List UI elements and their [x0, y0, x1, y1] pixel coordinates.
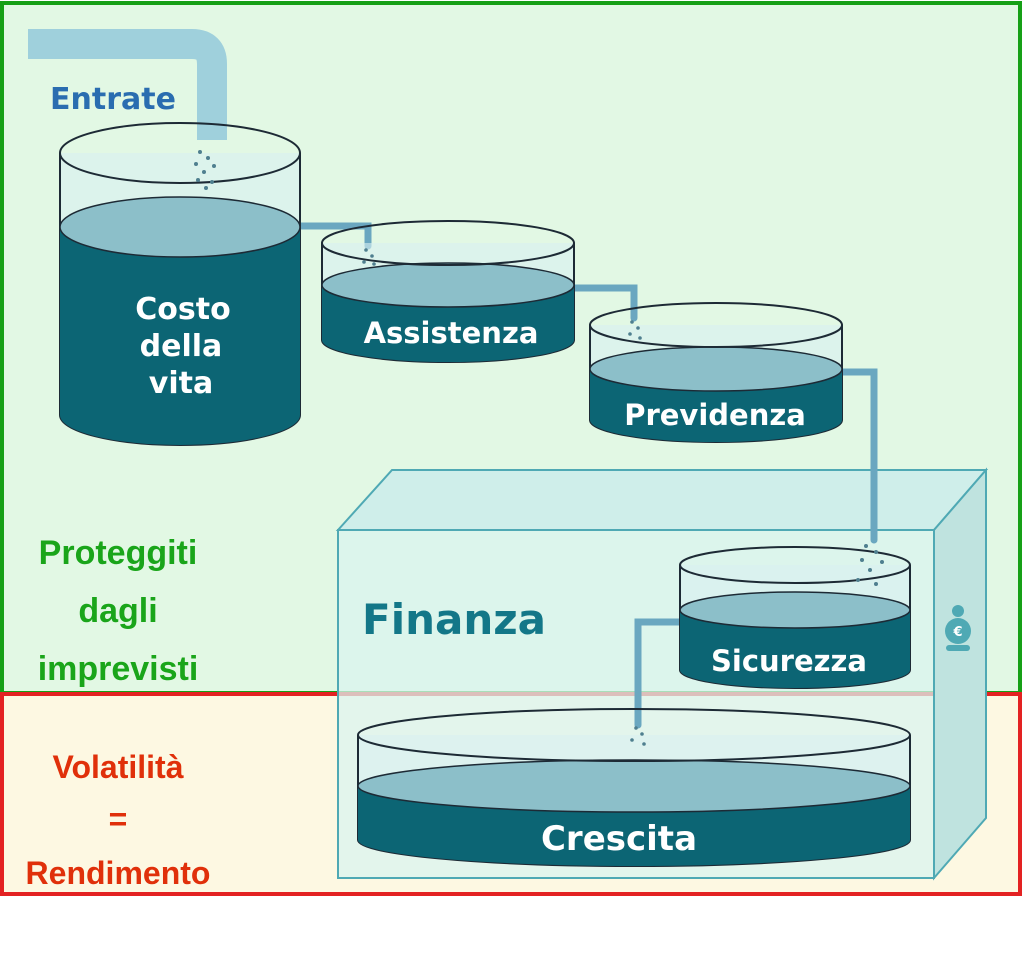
tank-label-line-3: vita: [149, 366, 213, 401]
tank-label-line-2: della: [140, 329, 223, 364]
pipe-previdenza-to-sicurezza: [836, 368, 878, 544]
svg-text:€: €: [952, 625, 962, 640]
pipe-sicurezza-to-crescita: [634, 618, 692, 729]
tank-label: Crescita: [541, 819, 697, 859]
water-droplets: [194, 150, 884, 746]
inflow-label: Entrate: [50, 82, 176, 117]
finance-box-label: Finanza: [362, 595, 546, 644]
volatility-caption-line-3: Rendimento: [26, 855, 211, 891]
volatility-caption-line-2: =: [109, 801, 128, 837]
protection-caption: Proteggiti dagli imprevisti: [38, 534, 199, 688]
protection-caption-line-3: imprevisti: [38, 650, 199, 688]
tank-costo-della-vita: Costo della vita: [59, 122, 301, 446]
piggy-bank-icon: €: [945, 605, 971, 651]
droplets-previdenza: [628, 320, 642, 340]
tank-assistenza: Assistenza: [321, 220, 575, 363]
tank-label: Assistenza: [364, 316, 539, 350]
tank-sicurezza: Sicurezza: [679, 546, 911, 689]
protection-caption-line-1: Proteggiti: [39, 534, 198, 572]
tank-label: Previdenza: [624, 398, 806, 432]
droplets-sicurezza: [856, 544, 884, 586]
tank-label-line-1: Costo: [135, 292, 230, 327]
volatility-caption: Volatilità = Rendimento: [26, 749, 211, 891]
inflow-pipe: Entrate: [28, 29, 227, 140]
droplets-crescita: [630, 726, 646, 746]
droplets-costo: [194, 150, 216, 190]
protection-caption-line-2: dagli: [78, 592, 157, 630]
tank-crescita: Crescita: [357, 708, 911, 867]
tank-label: Sicurezza: [711, 644, 867, 678]
volatility-caption-line-1: Volatilità: [53, 749, 184, 785]
droplets-assistenza: [362, 248, 376, 266]
tank-previdenza: Previdenza: [589, 302, 843, 443]
